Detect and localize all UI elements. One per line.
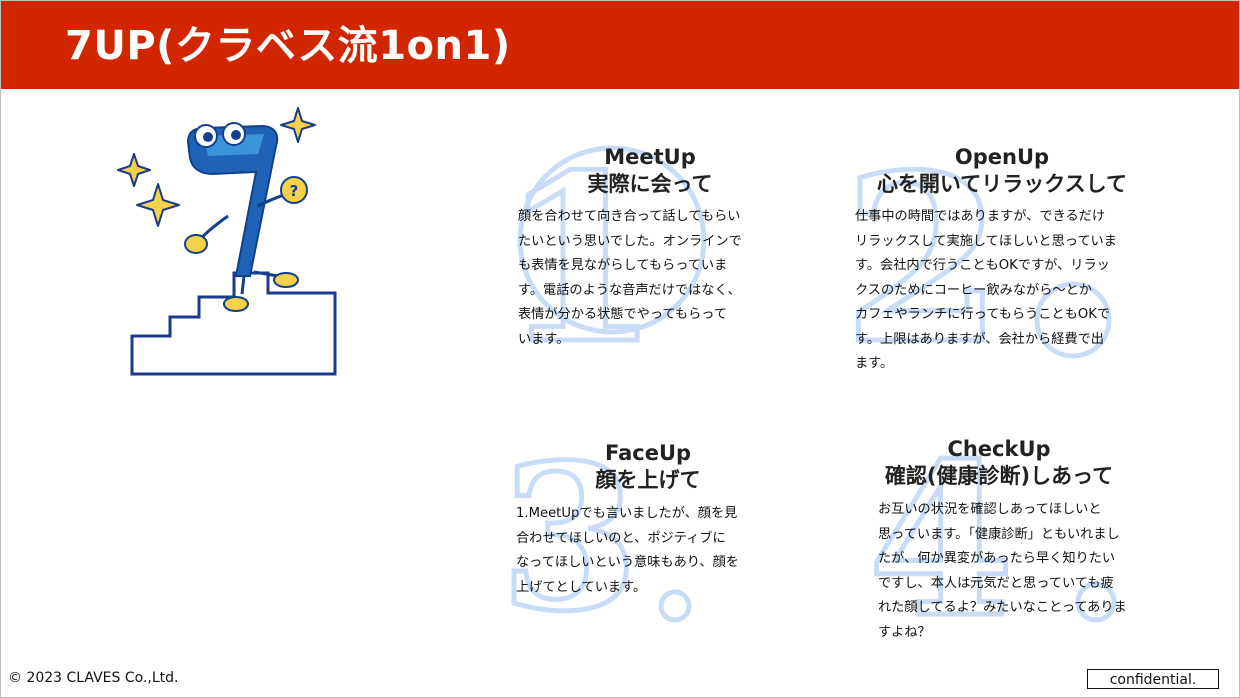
- sparkle-icon: [136, 183, 180, 227]
- slide-title: 7UP(クラベス流1on1): [65, 23, 511, 69]
- svg-text:1: 1: [500, 125, 660, 395]
- numeral-four-icon: 4: [866, 415, 1117, 667]
- section-checkup: 4 CheckUp 確認(健康診断)しあって お互いの状況を確認しあってほしいと…: [860, 415, 1180, 667]
- section-title-en: MeetUp: [604, 145, 696, 169]
- section-body: 仕事中の時間ではありますが、できるだけ リラックスして実施してほしいと思っていま…: [855, 209, 1117, 371]
- section-body: 1.MeetUpでも言いましたが、顔を見 合わせてほしいのと、ポジティブに なっ…: [516, 506, 739, 595]
- section-title-jp: 確認(健康診断)しあって: [884, 464, 1114, 488]
- section-title-jp: 顔を上げて: [595, 468, 701, 492]
- sparkle-icon: [280, 107, 316, 143]
- section-openup: 2 OpenUp 心を開いてリラックスして 仕事中の時間ではありますが、できるだ…: [841, 123, 1173, 398]
- section-body: 顔を合わせて向き合って話してもらい たいという思いでした。オンラインで も表情を…: [518, 209, 742, 347]
- section-title-jp: 心を開いてリラックスして: [876, 172, 1128, 196]
- numeral-two-icon: 2: [841, 123, 1112, 398]
- section-title-en: FaceUp: [604, 441, 692, 465]
- header-bar: 7UP(クラベス流1on1): [1, 1, 1239, 89]
- sparkle-icon: [117, 153, 151, 187]
- question-ball-icon: ?: [280, 176, 308, 204]
- section-faceup: 3 FaceUp 顔を上げて 1.MeetUpでも言いましたが、顔を見 合わせて…: [498, 419, 800, 659]
- mascot-seven-icon: ?: [117, 107, 337, 376]
- svg-text:3: 3: [500, 421, 639, 656]
- svg-text:4: 4: [868, 417, 1014, 664]
- numeral-one-icon: 1: [498, 123, 707, 398]
- footer-copyright: © 2023 CLAVES Co.,Ltd.: [8, 670, 179, 686]
- stairs-icon: [130, 271, 337, 376]
- section-title-jp: 実際に会って: [587, 172, 713, 196]
- svg-text:2: 2: [843, 125, 1003, 395]
- confidential-badge: confidential.: [1087, 669, 1219, 689]
- svg-text:?: ?: [290, 182, 299, 200]
- section-meetup: 1 MeetUp 実際に会って 顔を合わせて向き合って話してもらい たいという思…: [498, 123, 800, 398]
- section-title-en: CheckUp: [947, 437, 1051, 461]
- numeral-three-icon: 3: [498, 419, 692, 659]
- section-title-en: OpenUp: [954, 145, 1050, 169]
- section-body: お互いの状況を確認しあってほしいと 思っています。「健康診断」ともいれまし たが…: [878, 502, 1127, 640]
